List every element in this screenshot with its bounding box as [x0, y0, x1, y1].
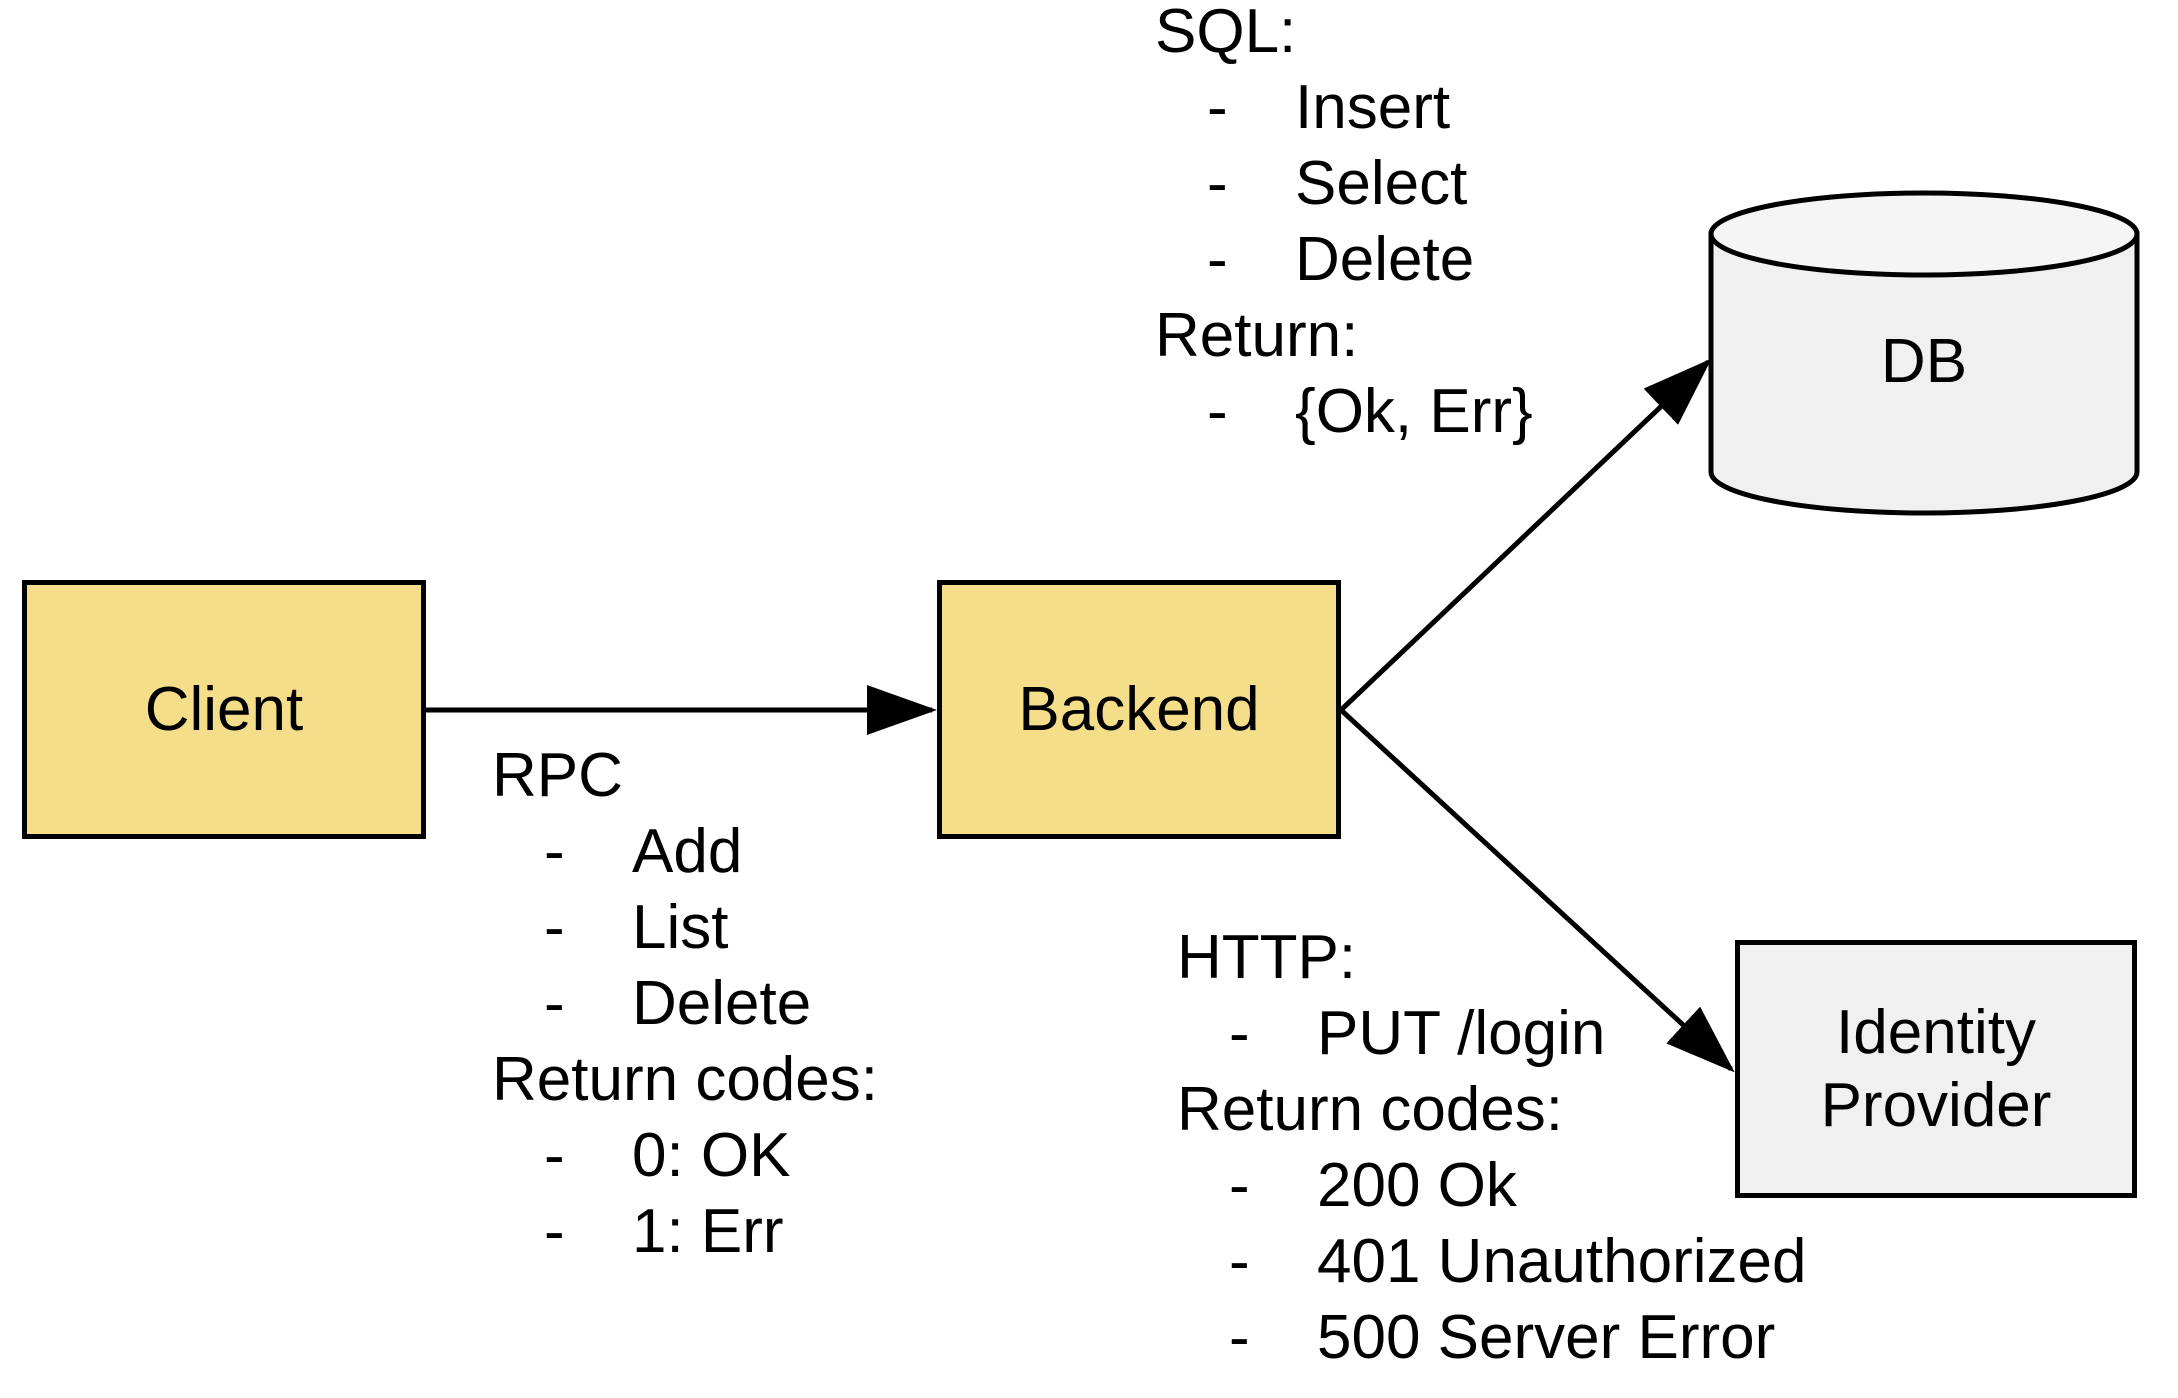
annotation-http-return-label: 500 Server Error [1317, 1303, 1776, 1372]
annotation-sql-item-label: Insert [1295, 73, 1451, 142]
bullet-dash: - [544, 969, 565, 1038]
bullet-dash: - [1207, 225, 1228, 294]
annotation-http-item: -PUT /login [1177, 996, 1806, 1072]
annotation-rpc: RPC -Add -List -Delete Return codes: -0:… [492, 738, 878, 1270]
annotation-sql: SQL: -Insert -Select -Delete Return: -{O… [1155, 0, 1533, 450]
bullet-dash: - [1207, 73, 1228, 142]
annotation-sql-item: -Select [1155, 146, 1533, 222]
annotation-rpc-return-label: 0: OK [632, 1121, 791, 1190]
annotation-sql-return-label: {Ok, Err} [1295, 377, 1533, 446]
annotation-sql-returns-heading: Return: [1155, 301, 1359, 370]
annotation-rpc-item-label: List [632, 893, 729, 962]
annotation-rpc-return-item: -0: OK [492, 1118, 878, 1194]
bullet-dash: - [544, 893, 565, 962]
node-db-label: DB [1880, 327, 1968, 396]
annotation-sql-item: -Insert [1155, 70, 1533, 146]
bullet-dash: - [1207, 149, 1228, 218]
annotation-rpc-item-label: Delete [632, 969, 812, 1038]
bullet-dash: - [1229, 1303, 1250, 1372]
annotation-http-item-label: PUT /login [1317, 999, 1606, 1068]
annotation-sql-heading: SQL: [1155, 0, 1297, 66]
annotation-rpc-returns-heading: Return codes: [492, 1045, 878, 1114]
annotation-rpc-item: -Add [492, 814, 878, 890]
bullet-dash: - [544, 817, 565, 886]
annotation-rpc-return-item: -1: Err [492, 1194, 878, 1270]
annotation-sql-item-label: Select [1295, 149, 1468, 218]
node-db[interactable]: DB [1706, 188, 2142, 518]
node-backend[interactable]: Backend [937, 580, 1341, 839]
annotation-http-return-item: -500 Server Error [1177, 1300, 1806, 1376]
annotation-http-return-label: 401 Unauthorized [1317, 1227, 1807, 1296]
node-client[interactable]: Client [22, 580, 426, 839]
annotation-http-return-item: -401 Unauthorized [1177, 1224, 1806, 1300]
annotation-http: HTTP: -PUT /login Return codes: -200 Ok … [1177, 920, 1806, 1376]
database-cylinder-icon [1708, 190, 2140, 516]
node-identity-provider-label-line1: Identity [1836, 997, 2036, 1067]
node-identity-provider-label: Identity Provider [1821, 996, 2052, 1142]
annotation-http-heading: HTTP: [1177, 923, 1357, 992]
node-backend-label: Backend [1018, 674, 1260, 744]
bullet-dash: - [544, 1121, 565, 1190]
annotation-sql-item: -Delete [1155, 222, 1533, 298]
annotation-rpc-item: -Delete [492, 966, 878, 1042]
bullet-dash: - [1229, 1227, 1250, 1296]
annotation-sql-item-label: Delete [1295, 225, 1475, 294]
node-identity-provider-label-line2: Provider [1820, 1071, 2052, 1140]
node-identity-provider[interactable]: Identity Provider [1735, 940, 2137, 1198]
annotation-rpc-item-label: Add [632, 817, 743, 886]
node-client-label: Client [144, 674, 304, 744]
annotation-rpc-return-label: 1: Err [632, 1197, 784, 1266]
annotation-sql-return-item: -{Ok, Err} [1155, 374, 1533, 450]
annotation-rpc-heading: RPC [492, 741, 623, 810]
bullet-dash: - [1229, 1151, 1250, 1220]
bullet-dash: - [1207, 377, 1228, 446]
annotation-http-return-item: -200 Ok [1177, 1148, 1806, 1224]
annotation-http-returns-heading: Return codes: [1177, 1075, 1563, 1144]
annotation-rpc-item: -List [492, 890, 878, 966]
bullet-dash: - [1229, 999, 1250, 1068]
bullet-dash: - [544, 1197, 565, 1266]
annotation-http-return-label: 200 Ok [1317, 1151, 1517, 1220]
